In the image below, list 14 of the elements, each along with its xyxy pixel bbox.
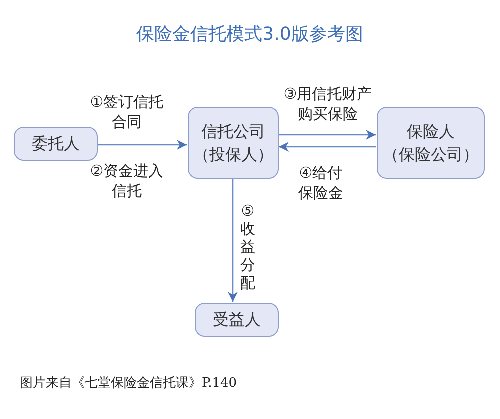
caption: 图片来自《七堂保险金信托课》P.140	[20, 375, 238, 392]
edge-label: ④给付保险金	[298, 163, 344, 204]
flow-label: ②资金进入信托	[89, 161, 165, 202]
arrow	[279, 130, 376, 140]
arrow	[98, 140, 187, 150]
diagram-title: 保险金信托模式3.0版参考图	[136, 23, 364, 46]
edge-label: ⑤收益分配	[240, 202, 256, 292]
arrow	[279, 142, 376, 152]
process-box: 受益人	[195, 303, 279, 337]
process-box: 保险人（保险公司）	[377, 107, 485, 179]
arrow	[228, 179, 238, 302]
edge-label: ③用信托财产购买保险	[282, 84, 374, 124]
process-box: 信托公司（投保人）	[188, 107, 279, 179]
process-box: 委托人	[14, 127, 98, 161]
